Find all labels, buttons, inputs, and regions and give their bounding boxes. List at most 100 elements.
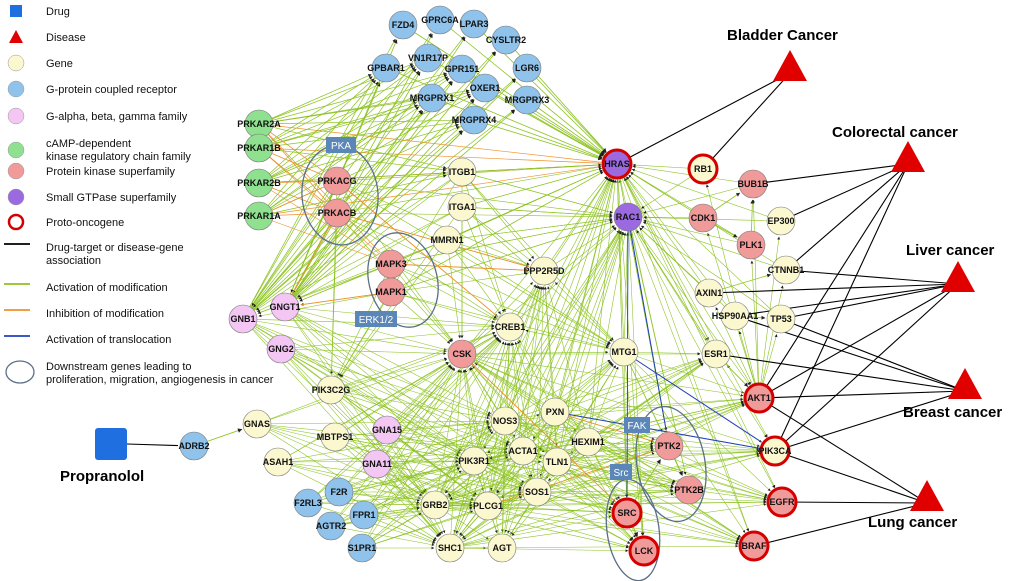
gpcr-circle-icon bbox=[459, 105, 489, 135]
ACTA1-to-SRC-edge bbox=[522, 450, 614, 506]
HEXIM1-to-EGFR-edge bbox=[587, 441, 767, 498]
node-oxer1: OXER1 bbox=[470, 73, 500, 103]
liver-PIK3CA-association-edge bbox=[774, 283, 959, 452]
MAPK1-to-GNGT1-edge bbox=[300, 291, 392, 306]
ITGA1-to-CREB1-edge bbox=[461, 206, 505, 313]
ACTA1-to-CSK-edge bbox=[470, 367, 524, 452]
node-mapk1: MAPK1 bbox=[375, 277, 407, 307]
AXIN1-to-HRAS-edge bbox=[626, 176, 710, 294]
ITGB1-to-GNB1-edge bbox=[256, 171, 463, 311]
disease-bladder: Bladder Cancer bbox=[727, 27, 838, 81]
gpcr-circle-icon bbox=[417, 83, 447, 113]
legend-item: Downstream genes leading toproliferation… bbox=[5, 360, 274, 386]
PRKAR1A-to-GPBAR1-edge bbox=[258, 79, 376, 217]
gene-circle-icon bbox=[447, 157, 477, 187]
node-label: LPAR3 bbox=[460, 19, 489, 29]
breast-TP53-association-edge bbox=[780, 318, 966, 392]
AGTR2-to-CSK-edge bbox=[330, 366, 453, 527]
AKT1-to-PLK1-edge bbox=[750, 260, 760, 399]
disease-label: Liver cancer bbox=[906, 242, 995, 259]
GNB1-to-FZD4-edge bbox=[242, 38, 396, 320]
gene-circle-icon bbox=[508, 436, 538, 466]
node-ptk2b: PTK2B bbox=[674, 475, 704, 505]
disease-label: Colorectal cancer bbox=[832, 124, 958, 141]
SHC1-to-SRC-edge bbox=[449, 515, 612, 549]
gpcr-circle-icon bbox=[349, 500, 379, 530]
CTNNB1-to-RAC1-edge bbox=[642, 221, 787, 271]
HEXIM1-to-BRAF-edge bbox=[587, 441, 741, 538]
GNGT1-to-SHC1-edge bbox=[284, 306, 442, 536]
group-text: Src bbox=[614, 468, 629, 479]
node-label: GPRC6A bbox=[421, 15, 459, 25]
legend-item: Proto-oncogene bbox=[7, 213, 124, 231]
legend-label: Protein kinase superfamily bbox=[46, 166, 176, 178]
gpcr-circle-icon bbox=[425, 5, 455, 35]
node-label: BRAF bbox=[742, 541, 767, 551]
MAPK3-to-CREB1-edge bbox=[390, 263, 497, 320]
SOS1-to-PTK2B-edge bbox=[536, 488, 674, 493]
group-text: ERK1/2 bbox=[359, 315, 394, 326]
legend-label-line2: proliferation, migration, angiogenesis i… bbox=[46, 374, 274, 386]
node-ep300: EP300 bbox=[766, 206, 796, 236]
gpcr-circle-icon bbox=[371, 53, 401, 83]
gpcr-circle-icon bbox=[324, 477, 354, 507]
group-text: PKA bbox=[331, 141, 351, 152]
node-label: ADRB2 bbox=[178, 441, 209, 451]
node-fpr1: FPR1 bbox=[349, 500, 379, 530]
red-triangle-icon bbox=[9, 30, 23, 43]
ACTA1-to-LCK-edge bbox=[522, 450, 632, 542]
PRKAR2A-to-GPR151-edge bbox=[258, 72, 447, 125]
PPP2R5D-to-HRAS-edge bbox=[543, 176, 609, 272]
gpcr-circle-icon bbox=[347, 533, 377, 563]
node-label: PRKAR1A bbox=[237, 211, 281, 221]
node-label: GNB1 bbox=[230, 314, 255, 324]
MMRN1-to-PIK3C2G-edge bbox=[340, 239, 448, 378]
PXN-to-ESR1-edge bbox=[554, 358, 702, 413]
AKT1-to-BUB1B-edge bbox=[752, 199, 760, 399]
red-triangle-icon bbox=[773, 50, 807, 81]
node-label: FZD4 bbox=[392, 20, 415, 30]
HEXIM1-to-RAC1-edge bbox=[587, 232, 627, 443]
kinase-circle-icon bbox=[611, 497, 643, 529]
proto-ring-icon bbox=[7, 213, 25, 231]
node-mapk3: MAPK3 bbox=[375, 249, 407, 279]
PRKAR2B-to-ITGB1-edge bbox=[258, 171, 447, 184]
CSK-to-AKT1-edge bbox=[461, 353, 744, 397]
node-agtr2: AGTR2 bbox=[316, 511, 346, 541]
S1PR1-to-CREB1-edge bbox=[361, 340, 502, 549]
legend-item: G-protein coupled receptor bbox=[7, 80, 177, 98]
PRKAR1A-to-ITGB1-edge bbox=[258, 174, 447, 217]
CREB1-to-HRAS-edge bbox=[509, 177, 609, 328]
node-label: GNGT1 bbox=[269, 302, 300, 312]
group-erk-label: ERK1/2 bbox=[355, 311, 397, 327]
MAPK1-to-CREB1-edge bbox=[390, 291, 495, 324]
node-label: TLN1 bbox=[546, 457, 569, 467]
kinase-circle-icon bbox=[447, 339, 477, 369]
node-mbtps1: MBTPS1 bbox=[317, 422, 353, 452]
F2R-to-NOS3-edge bbox=[338, 427, 491, 493]
GNGT1-to-MRGPRX1-edge bbox=[284, 110, 424, 308]
node-nos3: NOS3 bbox=[490, 406, 520, 436]
gene-circle-icon bbox=[7, 54, 25, 72]
kinase-circle-icon bbox=[376, 277, 406, 307]
breast-AKT1-association-edge bbox=[758, 390, 966, 399]
node-label: PIK3CA bbox=[758, 446, 792, 456]
node-gng2: GNG2 bbox=[266, 334, 296, 364]
PIK3R1-to-BRAF-edge bbox=[473, 460, 739, 542]
PLCG1-to-LCK-edge bbox=[487, 505, 629, 548]
TP53-to-RAC1-edge bbox=[641, 225, 782, 320]
PRKAR1B-to-GPR151-edge bbox=[258, 74, 448, 149]
node-label: MAPK1 bbox=[375, 287, 407, 297]
node-gprc6a: GPRC6A bbox=[421, 5, 459, 35]
GRB2-to-PTK2-edge bbox=[434, 449, 654, 506]
node-src: SRC bbox=[611, 497, 643, 529]
node-label: MMRN1 bbox=[431, 235, 464, 245]
node-label: AGT bbox=[493, 543, 513, 553]
BUB1B-to-RAC1-edge bbox=[643, 183, 754, 214]
kinase-circle-icon bbox=[322, 198, 352, 228]
PXN-to-RAC1-edge bbox=[554, 231, 623, 413]
legend-item: G-alpha, beta, gamma family bbox=[7, 107, 188, 125]
node-prkar1a: PRKAR1A bbox=[237, 201, 281, 231]
